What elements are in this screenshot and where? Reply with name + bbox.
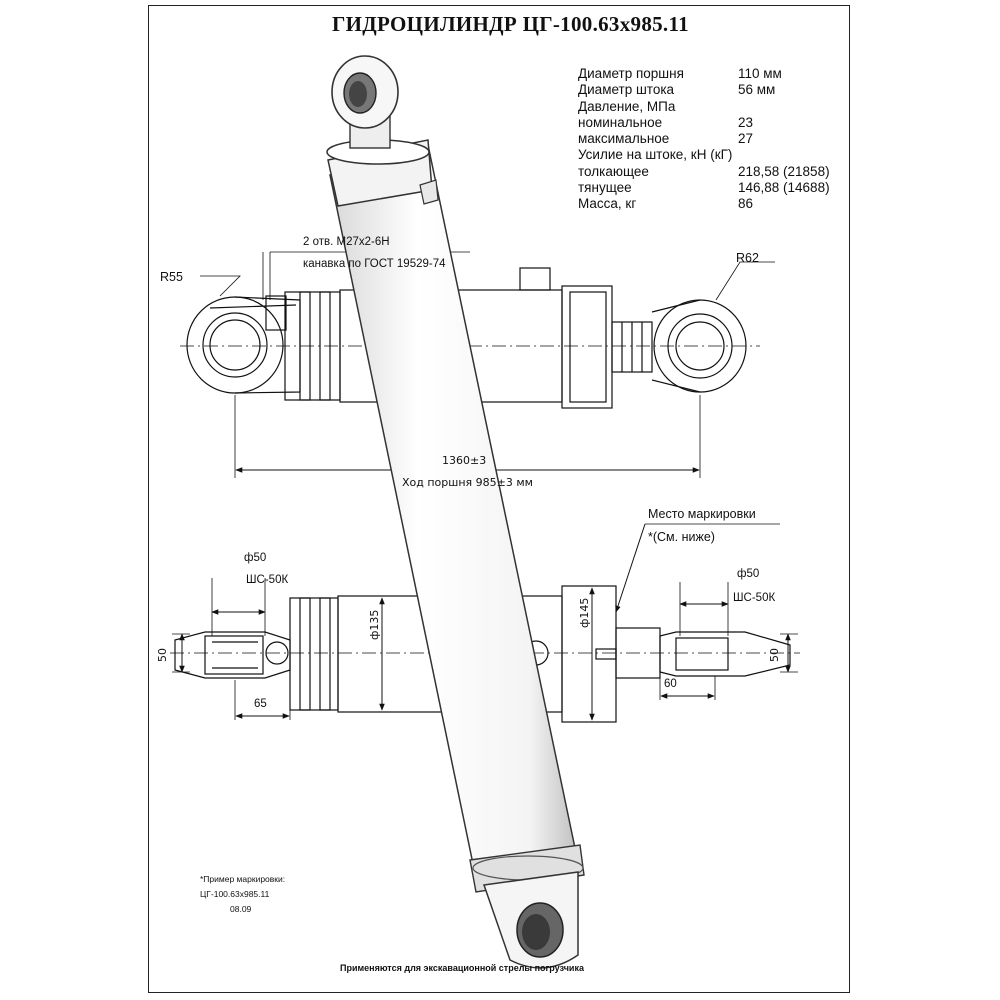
dim60-label: 60 <box>664 678 677 690</box>
spec-label: Усилие на штоке, кН (кГ) <box>578 147 733 163</box>
width-right-text: 50 <box>768 648 781 662</box>
spec-value: 146,88 (14688) <box>738 180 830 196</box>
spec-row: Усилие на штоке, кН (кГ) <box>578 147 848 163</box>
footer-note: Применяются для экскавационной стрелы по… <box>340 963 584 973</box>
spec-label: толкающее <box>578 163 649 179</box>
spec-value: 23 <box>738 114 754 130</box>
marking-ref-label: *(См. ниже) <box>648 530 715 544</box>
dia50-left-label: ф50 <box>244 552 267 564</box>
dim65-label: 65 <box>254 698 267 710</box>
width-left-text: 50 <box>156 648 169 662</box>
spec-value <box>738 147 848 163</box>
spec-value: 110 мм <box>738 66 782 81</box>
bearing-left-label: ШС-50К <box>246 574 289 586</box>
spec-label: максимальное <box>578 131 670 147</box>
spec-row: Давление, МПа <box>578 99 848 115</box>
spec-row: Масса, кг 86 <box>578 196 848 212</box>
length-dimension-text: 1360±3 <box>442 454 486 467</box>
spec-label: номинальное <box>578 114 663 130</box>
spec-value: 27 <box>738 131 754 147</box>
radius-right-label: R62 <box>736 251 759 265</box>
spec-value: 56 мм <box>738 82 776 98</box>
dia145-text: ф145 <box>578 598 591 628</box>
spec-row: Диаметр штока 56 мм <box>578 82 848 98</box>
groove-label: канавка по ГОСТ 19529-74 <box>303 258 446 270</box>
spec-value: 218,58 (21858) <box>738 163 830 179</box>
dia135-text: ф135 <box>368 610 381 640</box>
drawing-title: ГИДРОЦИЛИНДР ЦГ-100.63х985.11 <box>332 12 689 36</box>
stroke-dimension-text: Ход поршня 985±3 мм <box>402 476 533 489</box>
spec-row: толкающее 218,58 (21858) <box>578 164 848 180</box>
marking-place-label: Место маркировки <box>648 507 756 521</box>
spec-row: номинальное 23 <box>578 115 848 131</box>
marking-example-date: 08.09 <box>230 904 252 914</box>
bearing-right-label: ШС-50К <box>733 592 776 604</box>
spec-row: Диаметр поршня 110 мм <box>578 66 848 82</box>
spec-label: тянущее <box>578 180 632 196</box>
spec-row: максимальное 27 <box>578 131 848 147</box>
cylinder-3d-render <box>326 55 585 969</box>
dia50-right-label: ф50 <box>737 568 760 580</box>
marking-example-code: ЦГ-100.63х985.11 <box>200 889 270 899</box>
ports-label: 2 отв. М27х2-6Н <box>303 236 390 248</box>
bottom-dimensions <box>172 523 798 721</box>
spec-value <box>738 99 848 115</box>
marking-example-heading: *Пример маркировки: <box>200 874 286 884</box>
radius-left-label: R55 <box>160 270 183 284</box>
specs-table: Диаметр поршня 110 мм Диаметр штока 56 мм Да… <box>578 66 848 213</box>
spec-label: Давление, МПа <box>578 98 676 114</box>
spec-value: 86 <box>738 196 754 212</box>
spec-label: Масса, кг <box>578 196 637 212</box>
spec-label: Диаметр поршня <box>578 66 684 81</box>
spec-label: Диаметр штока <box>578 82 675 98</box>
spec-row: тянущее 146,88 (14688) <box>578 180 848 196</box>
